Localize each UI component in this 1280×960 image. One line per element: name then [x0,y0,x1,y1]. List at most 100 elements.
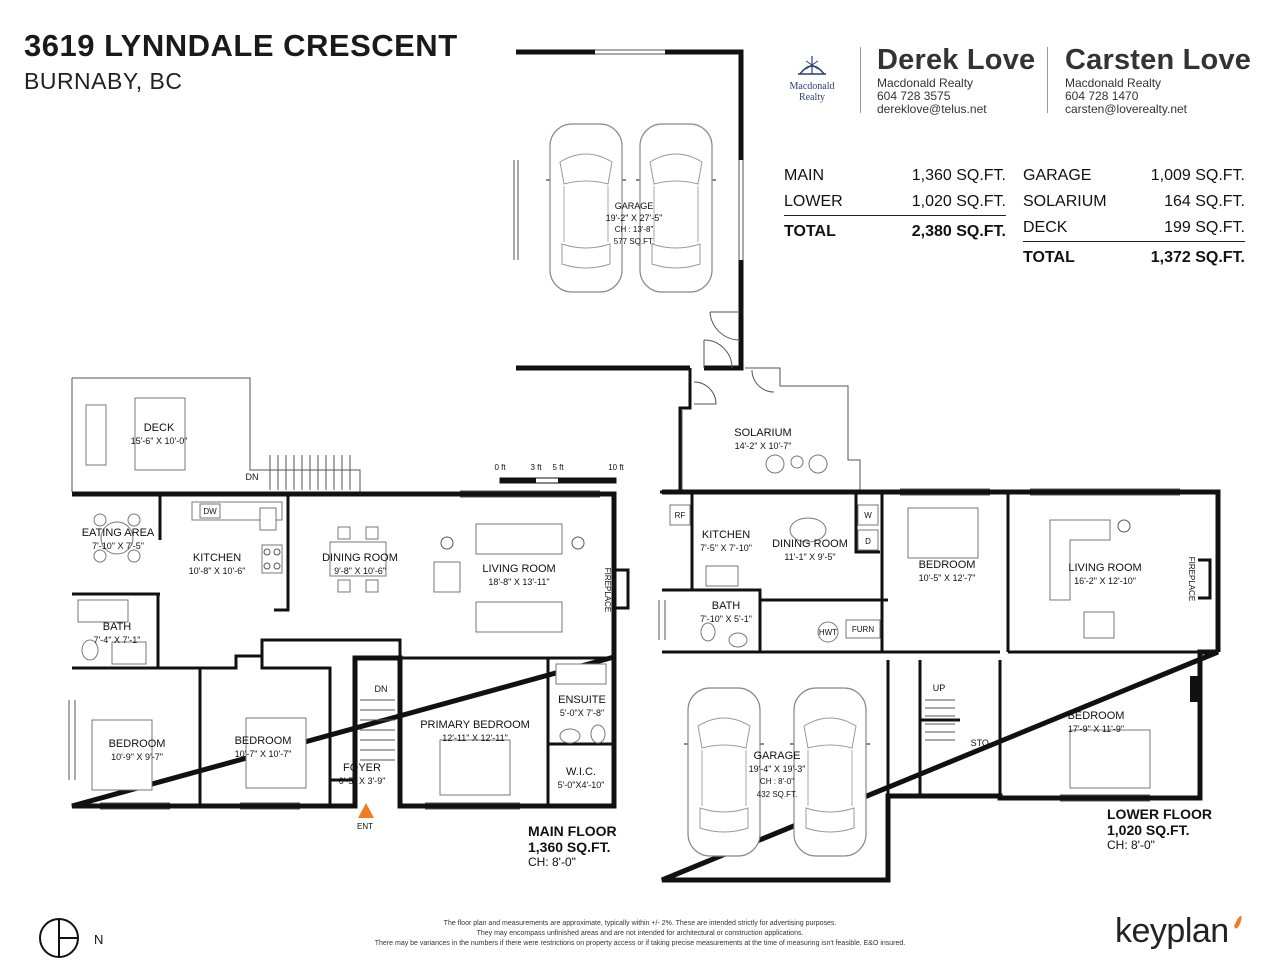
area-label: LOWER [784,193,843,210]
room-area: 577 SQ.FT. [614,237,654,246]
room-name: PRIMARY BEDROOM [420,719,530,731]
area-label: SOLARIUM [1023,193,1107,210]
north-arrow: N [39,918,103,958]
sink-icon [728,632,748,648]
disclaimer-line: There may be variances in the numbers if… [374,940,906,947]
brokerage-logo: Macdonald Realty [782,52,842,103]
room-dims: 17'-9" X 11'-9" [1068,724,1124,734]
agent-name: Carsten Love [1065,44,1252,76]
main-floor-caption: MAIN FLOOR 1,360 SQ.FT. CH: 8'-0" [528,823,617,869]
area-value: 164 SQ.FT. [1164,193,1245,210]
room-name: ENSUITE [558,694,606,706]
agent-email[interactable]: carsten@loverealty.net [1065,102,1188,116]
floor-area: 1,020 SQ.FT. [1107,822,1190,838]
stairs [360,699,395,761]
toilet-icon [590,724,606,744]
scale-bar: 0 ft 3 ft 5 ft 10 ft [494,463,625,484]
area-value: 199 SQ.FT. [1164,219,1245,236]
room-area: 432 SQ.FT. [757,790,797,799]
upper-garage: GARAGE 19'-2" X 27'-5" CH : 13'-8" 577 S… [513,49,744,371]
sink-icon [259,507,277,531]
lower-floor-caption: LOWER FLOOR 1,020 SQ.FT. CH: 8'-0" [1107,806,1212,852]
sink-icon [705,565,739,587]
agent-email[interactable]: dereklove@telus.net [877,102,987,116]
room-name: GARAGE [615,201,654,211]
room-dims: 11'-1" X 9'-5" [784,552,835,562]
room-name: GARAGE [753,750,800,762]
room-dims: 15'-6" X 10'-0" [131,436,188,446]
lower-floor: FIREPLACE W D RF HWT FURN [658,488,1221,883]
keyplan-flame-icon [1234,916,1242,929]
header-divider [860,47,861,113]
solarium: SOLARIUM 14'-2" X 10'-7" [660,367,861,494]
keyplan-logo: keyplan [1115,912,1229,950]
room-name: DINING ROOM [772,538,848,550]
room-dims: 10'-5" X 12'-7" [919,573,976,583]
sailboat-logo-icon [798,56,826,75]
armchair-icon [1083,611,1115,639]
bed-icon [439,739,511,796]
disclaimer-line: They may encompass unfinished areas and … [476,930,804,937]
floor-title: LOWER FLOOR [1107,806,1212,822]
room-name: DECK [144,422,175,434]
room-dims: 10'-9" X 9'-7" [111,752,163,762]
sectional-sofa-icon [1049,519,1111,601]
floor-ceiling: CH: 8'-0" [1107,838,1155,852]
room-dims: 19'-4" X 19'-3" [749,764,806,774]
scale-tick-label: 3 ft [530,463,542,472]
room-dims: 18'-8" X 13'-11" [488,577,549,587]
room-name: BEDROOM [919,559,976,571]
area-value: 1,360 SQ.FT. [911,167,1006,184]
dryer-icon [857,529,879,551]
room-dims: 5'-0"X 7'-8" [560,708,604,718]
floor-area: 1,360 SQ.FT. [528,839,611,855]
agent-phone[interactable]: 604 728 1470 [1065,89,1139,103]
area-label: GARAGE [1023,167,1092,184]
bed-icon [1069,729,1151,789]
room-dims: 5'-0"X4'-10" [558,780,605,790]
dn-label: DN [375,684,388,694]
dining-table-icon [789,517,827,543]
room-name: EATING AREA [82,527,155,539]
floor-ceiling: CH: 8'-0" [528,855,576,869]
fireplace-label: FIREPLACE [1187,557,1196,601]
lounge-chair-icon [85,404,107,466]
agent-company: Macdonald Realty [877,76,974,90]
dining-table-icon [329,541,387,577]
area-row: LOWER 1,020 SQ.FT. [784,189,1006,216]
furnace-icon [845,619,881,639]
property-address: 3619 LYNNDALE CRESCENT [24,28,458,63]
scale-tick-label: 0 ft [494,463,506,472]
room-dims: 10'-8" X 10'-6" [189,566,246,576]
vanity-icon [111,641,147,665]
room-dims: 7'-5" X 7'-10" [700,543,752,553]
hwt-label: HWT [819,628,837,637]
room-name: BEDROOM [235,735,292,747]
outdoor-table-icon [134,397,186,471]
fridge-label: RF [675,511,686,520]
room-name: KITCHEN [702,529,750,541]
room-dims: 7'-4" X 7'-1" [94,635,141,645]
agent-phone[interactable]: 604 728 3575 [877,89,951,103]
up-label: UP [933,683,946,693]
entry-marker-icon [358,803,374,818]
room-dims: 14'-2" X 10'-7" [735,441,792,451]
area-total-label: TOTAL [1023,241,1128,274]
disclaimer-line: The floor plan and measurements are appr… [443,920,837,927]
room-name: LIVING ROOM [1068,562,1141,574]
area-total-label: TOTAL [784,215,870,248]
room-name: SOLARIUM [734,427,791,439]
area-value: 1,020 SQ.FT. [911,193,1006,210]
dining-table-icon [100,521,134,555]
room-name: KITCHEN [193,552,241,564]
room-dims: 19'-2" X 27'-5" [606,213,663,223]
stairs [925,699,955,741]
washer-icon [857,504,879,526]
room-name: W.I.C. [566,766,596,778]
north-label: N [94,932,103,947]
